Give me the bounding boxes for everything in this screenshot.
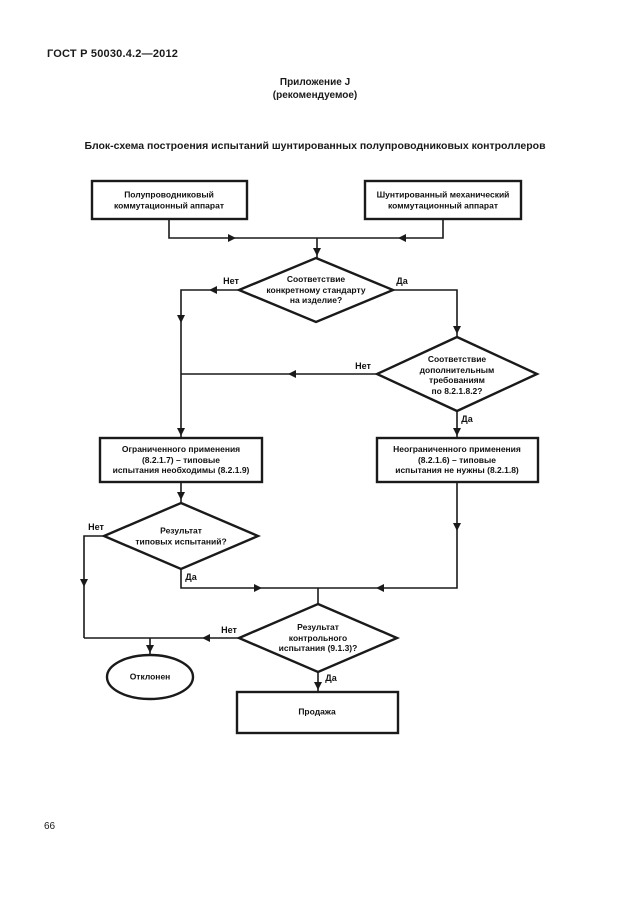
edge-label-yes-decision2: Да [461, 414, 473, 424]
arrow-down-into-decision3 [177, 492, 185, 500]
additional-requirements-decision-label: Соответствие дополнительным требованиям … [419, 353, 495, 396]
control-test-result-decision-diamond [235, 602, 401, 674]
specific-standard-decision-diamond [235, 256, 397, 324]
edge-label-no-decision3: Нет [88, 522, 104, 532]
arrow-down-into-sale [314, 682, 322, 690]
arrow-down-into-decision2 [453, 326, 461, 334]
flowchart-title: Блок-схема построения испытаний шунтиров… [84, 140, 546, 152]
connector-decision3-no [83, 535, 104, 638]
restricted-use-box [98, 436, 264, 484]
specific-standard-decision-label: Соответствие конкретному стандарту на из… [266, 274, 366, 306]
bypassed-mechanical-device-box [363, 179, 523, 221]
arrow-right-top-left [228, 234, 236, 242]
rejected-ellipse [105, 653, 195, 701]
arrow-left-decision4-no [202, 634, 210, 642]
connector-decision3-yes-collector [180, 482, 458, 589]
arrow-down-into-rejected [146, 645, 154, 653]
sale-box [235, 690, 400, 735]
arrow-down-unrestricted-rail [453, 523, 461, 531]
type-test-result-decision-label: Результат типовых испытаний? [135, 525, 227, 546]
page-number: 66 [44, 821, 56, 832]
arrowheads [80, 234, 461, 690]
arrow-left-collector [376, 584, 384, 592]
edge-label-yes-decision4: Да [325, 673, 337, 683]
doc-number: ГОСТ Р 50030.4.2—2012 [47, 48, 179, 60]
semiconductor-device-box [90, 179, 249, 221]
appendix-title: Приложение J [279, 77, 351, 88]
semiconductor-device-label: Полупроводниковый коммутационный аппарат [114, 189, 224, 210]
node-shapes [90, 179, 540, 735]
edge-label-yes-decision1: Да [396, 276, 408, 286]
type-test-result-decision-diamond [100, 501, 262, 571]
connector-top-boxes [168, 220, 444, 239]
edge-label-yes-decision3: Да [185, 572, 197, 582]
unrestricted-use-label: Неограниченного применения (8.2.1.6) – т… [393, 444, 521, 476]
appendix-subtitle: (рекомендуемое) [272, 90, 358, 101]
sale-label: Продажа [298, 706, 336, 717]
additional-requirements-decision-diamond [374, 335, 540, 413]
edge-label-no-decision2: Нет [355, 361, 371, 371]
appendix-heading: Приложение J (рекомендуемое) [0, 76, 630, 102]
connector-decision1-yes [393, 289, 458, 337]
arrow-down-decision3-no-rail [80, 579, 88, 587]
arrow-right-collector [254, 584, 262, 592]
unrestricted-use-box [375, 436, 540, 484]
restricted-use-label: Ограниченного применения (8.2.1.7) – тип… [112, 444, 250, 476]
rejected-label: Отклонен [129, 671, 171, 682]
arrow-left-decision2-no [288, 370, 296, 378]
control-test-result-decision-label: Результат контрольного испытания (9.1.3)… [278, 622, 358, 654]
edge-label-no-decision4: Нет [221, 625, 237, 635]
arrow-down-left-rail [177, 315, 185, 323]
arrow-left-decision1-no [209, 286, 217, 294]
connector-decision1-no [180, 289, 239, 438]
edge-label-no-decision1: Нет [223, 276, 239, 286]
arrow-left-top-right [398, 234, 406, 242]
arrow-down-into-unrestricted [453, 428, 461, 436]
bypassed-mechanical-device-label: Шунтированный механический коммутационны… [376, 189, 510, 210]
arrow-down-into-restricted [177, 428, 185, 436]
arrow-down-into-decision1 [313, 248, 321, 256]
